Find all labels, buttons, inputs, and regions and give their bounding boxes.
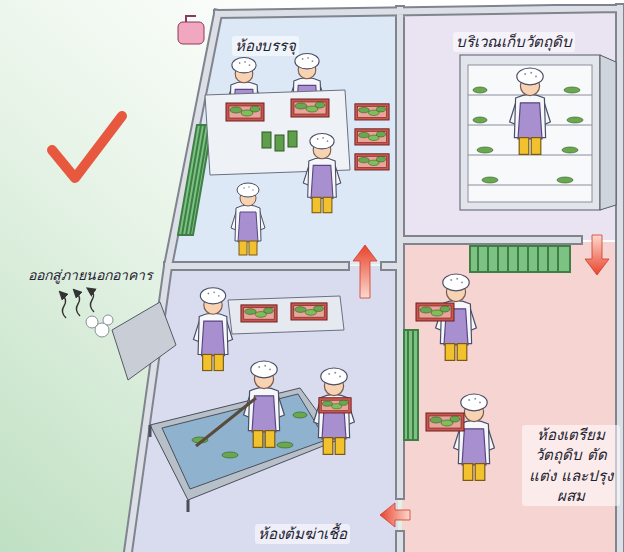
fridge-inside (468, 65, 592, 202)
room-floors (128, 8, 624, 552)
seated-worker (231, 183, 265, 255)
tray (291, 99, 329, 117)
tray (416, 303, 454, 321)
can (275, 135, 284, 151)
flow-arrow (353, 245, 377, 298)
wall-top (128, 8, 620, 552)
fridge-door (600, 55, 616, 210)
steam-arrow (76, 292, 80, 316)
sink-basin (178, 22, 204, 44)
curtain-strips (408, 330, 413, 440)
vegetable (473, 87, 487, 93)
wall-outline (128, 8, 620, 552)
room-label: ห้องบรรจุ (232, 36, 299, 56)
flow-arrow (380, 503, 410, 527)
steam-arrow (62, 294, 66, 318)
worker (510, 68, 551, 154)
flow-arrow (585, 235, 609, 275)
storage-scene (460, 55, 616, 210)
prep-room-scene (416, 274, 494, 480)
cans (262, 131, 297, 151)
check-mark (52, 116, 122, 178)
packing-floor (168, 12, 398, 266)
seated-worker (303, 134, 340, 213)
vegetable (473, 117, 487, 123)
boiling-tank (150, 388, 338, 500)
can (288, 131, 297, 147)
room-label: ห้องต้มฆ่าเชื้อ (255, 524, 350, 544)
tray (426, 413, 464, 431)
vegetable (277, 442, 293, 448)
puff (103, 315, 113, 325)
room-box: บริเวณเก็บวัตถุดิบ (405, 12, 618, 235)
worker (193, 288, 232, 371)
puff (86, 316, 98, 328)
storage-floor (402, 8, 620, 240)
curtain (404, 330, 418, 440)
vegetable (562, 147, 578, 153)
tank-legs (150, 425, 338, 512)
room-box: ห้องเตรียม วัตถุดิบ ตัดแต่ง และปรุงผสม (410, 275, 624, 548)
note-label: ออกสู่ภายนอกอาคาร (28, 266, 153, 285)
hand-sink (178, 16, 204, 44)
vegetable (567, 117, 583, 123)
worker (314, 368, 355, 454)
vegetable (293, 412, 307, 418)
exhaust-hood (112, 302, 176, 380)
sink-tap (186, 16, 196, 22)
steam-puff (86, 315, 113, 337)
vegetable (557, 177, 573, 183)
room-box: ห้องบรรจุ (170, 14, 398, 245)
tray (355, 129, 389, 145)
vegetable (477, 147, 493, 153)
tank-water (162, 394, 326, 489)
boiling-floor (128, 266, 398, 552)
can (262, 132, 271, 148)
curtain-strips (182, 125, 209, 235)
vegetable (564, 87, 580, 93)
room-box: ห้องต้มฆ่าเชื้อ (130, 298, 380, 549)
tray (355, 154, 389, 170)
tray (355, 104, 389, 120)
curtain (178, 125, 212, 235)
tray (319, 398, 351, 413)
stirring-paddle (196, 398, 256, 446)
work-table (228, 296, 344, 334)
tray (241, 305, 277, 322)
tray (291, 303, 327, 320)
tray (226, 103, 264, 121)
walls (128, 8, 620, 552)
steam-arrows (62, 290, 94, 318)
room-label: บริเวณเก็บวัตถุดิบ (453, 32, 575, 52)
room-label: ห้องเตรียม วัตถุดิบ ตัดแต่ง และปรุงผสม (522, 425, 620, 506)
packing-room-scene (205, 54, 389, 256)
curtain-strips (478, 246, 558, 272)
prep-floor (402, 242, 624, 552)
worker (454, 394, 495, 480)
steam-arrow (90, 290, 94, 312)
boiling-room-scene (62, 288, 354, 512)
vegetable (482, 177, 498, 183)
fridge (460, 55, 600, 210)
vegetable (222, 452, 238, 458)
curtain (470, 246, 570, 272)
